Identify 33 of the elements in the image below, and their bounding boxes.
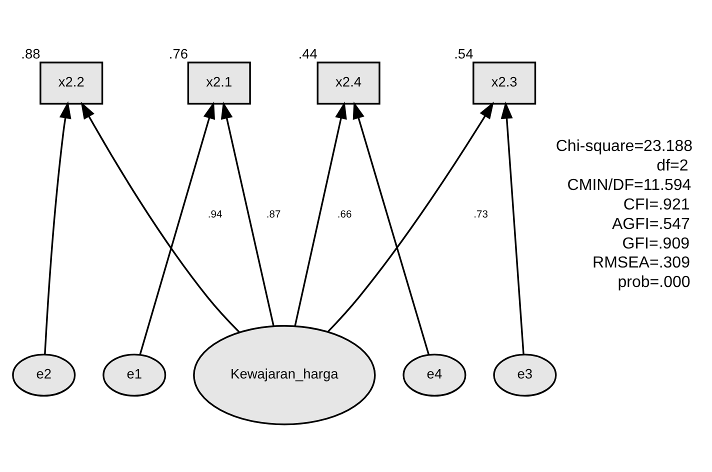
label: prob=.000 [618,273,690,292]
arrow [44,101,72,355]
node-label: .88 [21,46,40,62]
node-ellipse: e4 [402,354,466,397]
label: GFI=.909 [622,234,690,252]
arrow [352,102,430,355]
node-ellipse: e1 [102,354,166,397]
arrow [327,102,494,332]
arrow [80,102,240,333]
label: df=2 [656,156,688,174]
edge-label: .73 [474,209,488,220]
label: Chi-square=23.188 [556,136,693,155]
edge-label: .87 [266,209,281,220]
node-label: .76 [168,46,188,62]
edge-label: .66 [337,209,352,220]
node-label: .44 [298,46,318,62]
node-ellipse: e2 [12,354,76,397]
label: AGFI=.547 [612,214,690,233]
node-ellipse: e3 [493,354,557,397]
node-box: x2.1 [187,62,251,105]
label: CMIN/DF=11.594 [567,176,692,194]
arrow [500,102,524,354]
label: CFI=.921 [623,195,690,214]
node-box: x2.4 [316,62,380,105]
label: RMSEA=.309 [592,254,690,272]
node-label: .54 [454,46,474,62]
arrow [220,102,274,326]
arrow [139,102,215,355]
node-box: x2.3 [472,62,536,105]
edge-label: .94 [208,209,222,220]
node-box: x2.2 [40,62,104,105]
arrow [294,102,347,326]
node-ellipse: Kewajaran_harga [193,325,376,426]
